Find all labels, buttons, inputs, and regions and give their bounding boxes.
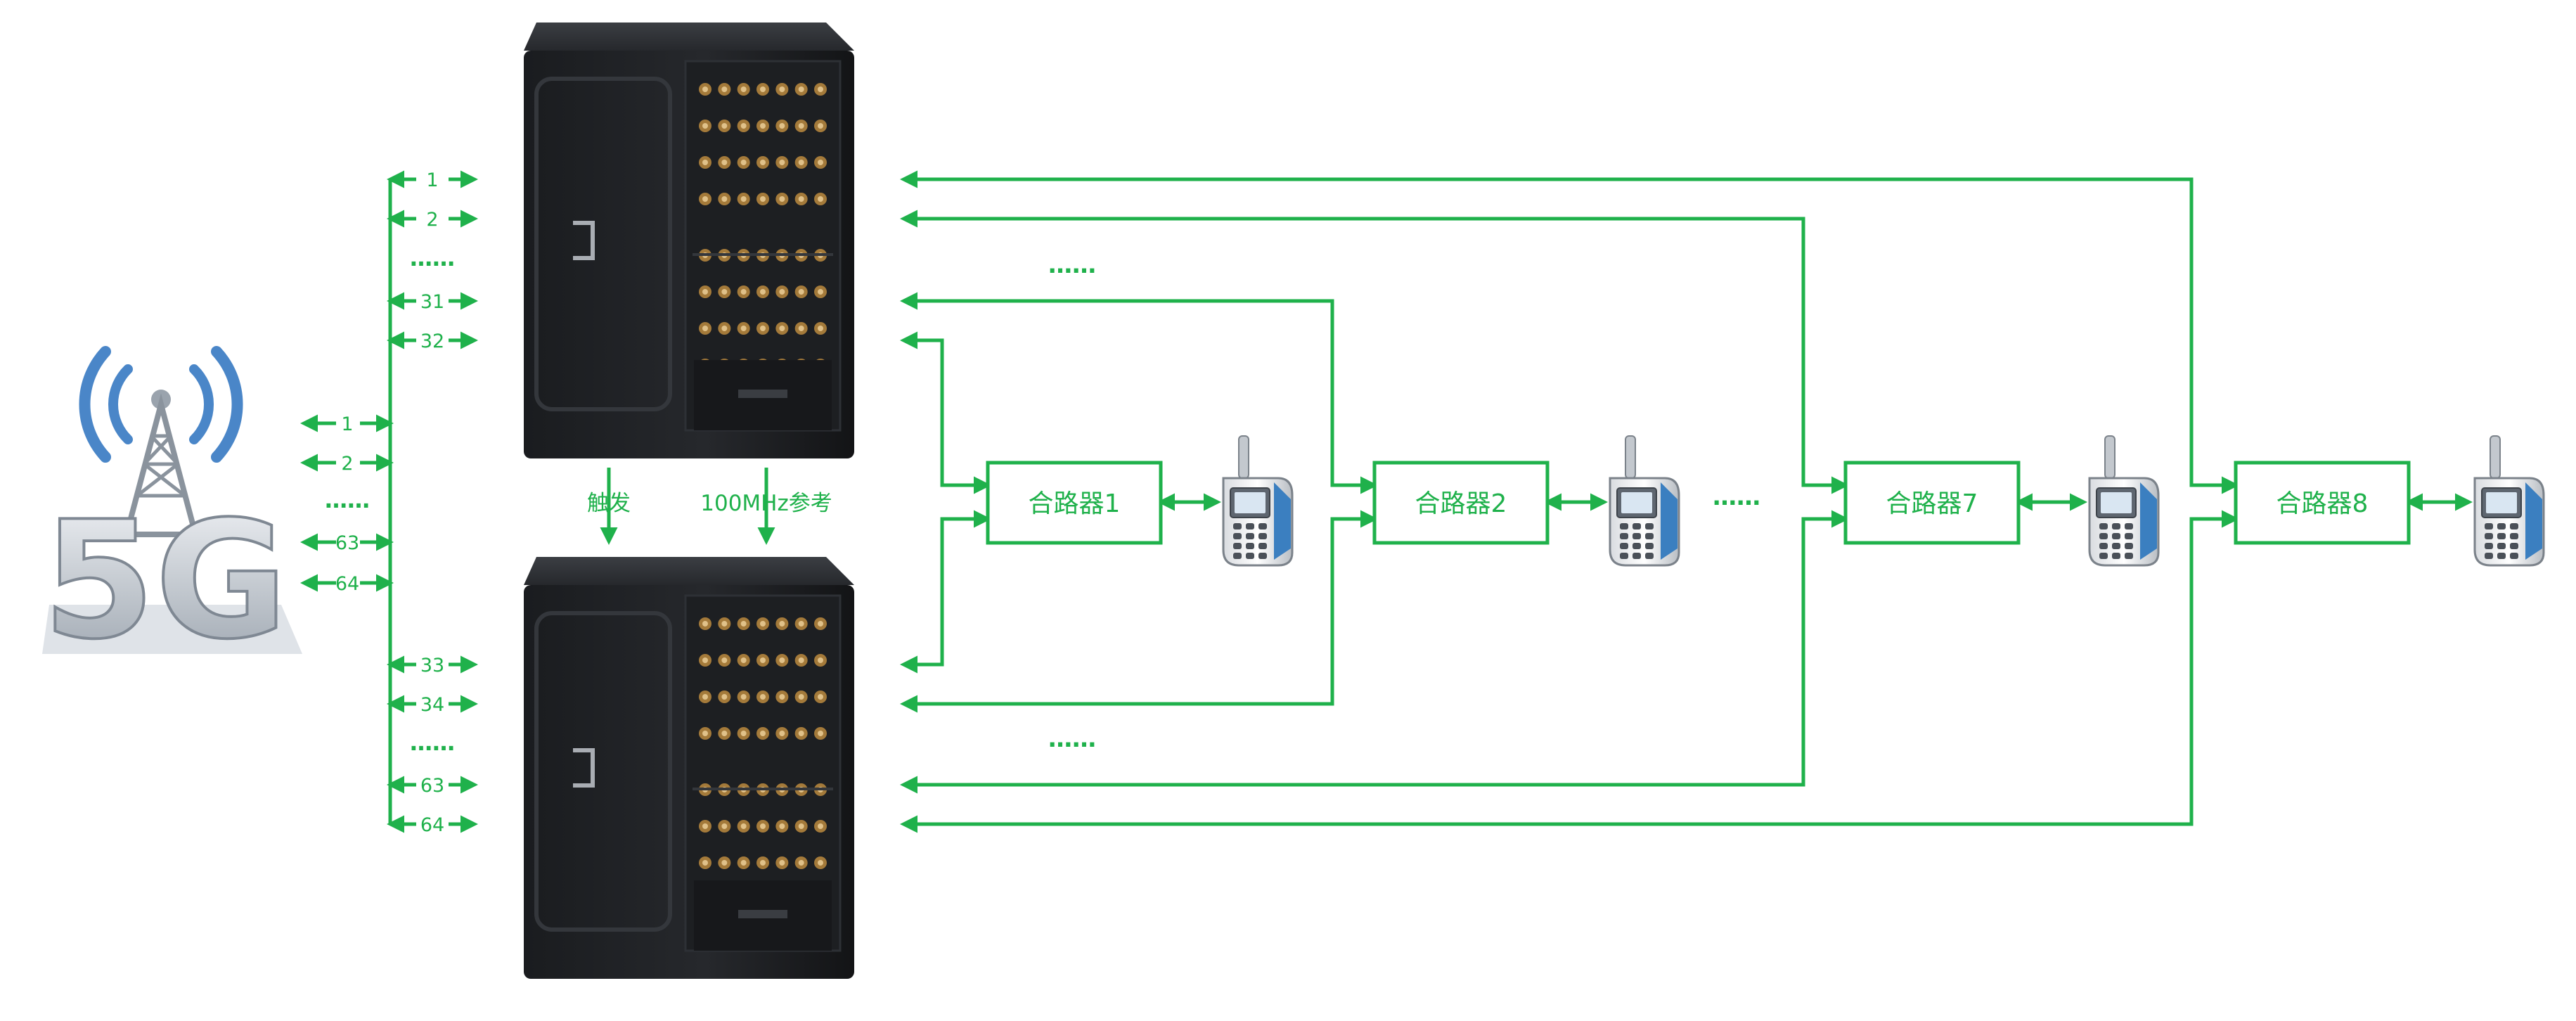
- mobile-phone-icon: [2088, 435, 2160, 567]
- combiner-label: 合路器2: [1415, 489, 1507, 518]
- 5g-logo: 5G: [43, 487, 288, 675]
- feed-lower-to-combiner-7: [900, 510, 1849, 794]
- feed-upper-to-combiner-7: [900, 210, 1849, 494]
- combiner-box: [986, 461, 1163, 545]
- upper-port-label: 2: [426, 209, 438, 231]
- combiner-label: 合路器1: [1029, 489, 1121, 518]
- reference-clock-label: 100MHz参考: [700, 491, 832, 516]
- lower-port-label: 63: [420, 775, 444, 797]
- trigger-label: 触发: [587, 491, 631, 516]
- rf-channel-emulator-icon: [524, 557, 854, 979]
- combiner-box: [1372, 461, 1550, 545]
- feed-upper-to-combiner-2: [900, 292, 1378, 494]
- combiner-label: 合路器8: [2276, 489, 2369, 518]
- upper-port-ellipsis: ……: [410, 245, 455, 271]
- feed-upper-to-combiner-8: [900, 170, 2239, 494]
- combiner-box: [2234, 461, 2411, 545]
- mobile-phone-icon: [1609, 435, 1680, 567]
- combiner-box: [1843, 461, 2021, 545]
- upper-port-label: 32: [420, 330, 444, 352]
- combiner-ellipsis: ……: [1713, 483, 1760, 511]
- port-labels: 1 2 …… 63 64 1 2 …… 31 32 33 34 …… 63 64: [325, 169, 455, 836]
- tower-port-label: 1: [341, 413, 353, 435]
- phone-group: [1222, 435, 2545, 567]
- tower-port-label: 63: [335, 532, 359, 554]
- combiner-group: 合路器1 合路器2 合路器7 合路器8: [986, 461, 2411, 545]
- combiner-label: 合路器7: [1886, 489, 1978, 518]
- rf-channel-emulator-icon: [524, 23, 854, 458]
- upper-feed-ellipsis: ……: [1048, 251, 1096, 279]
- lower-feed-ellipsis: ……: [1048, 725, 1096, 753]
- feed-lower-to-combiner-1: [900, 510, 991, 674]
- tower-group: 5G: [41, 346, 302, 676]
- tower-port-label: 64: [335, 573, 359, 595]
- tower-port-ellipsis: ……: [325, 487, 370, 513]
- 5g-tower-icon: [42, 346, 302, 654]
- lower-port-label: 33: [420, 655, 444, 676]
- tower-port-label: 2: [341, 453, 353, 475]
- lower-port-ellipsis: ……: [410, 729, 455, 756]
- mobile-phone-icon: [2473, 435, 2545, 567]
- lower-port-label: 34: [420, 694, 444, 716]
- feed-upper-to-combiner-1: [900, 331, 991, 494]
- mobile-phone-icon: [1222, 435, 1294, 567]
- lower-port-label: 64: [420, 814, 444, 836]
- feed-lower-to-combiner-8: [900, 510, 2239, 833]
- upper-port-label: 1: [426, 169, 438, 191]
- feed-lower-to-combiner-2: [900, 510, 1378, 713]
- upper-port-label: 31: [420, 291, 444, 313]
- connection-lines: [300, 168, 2473, 834]
